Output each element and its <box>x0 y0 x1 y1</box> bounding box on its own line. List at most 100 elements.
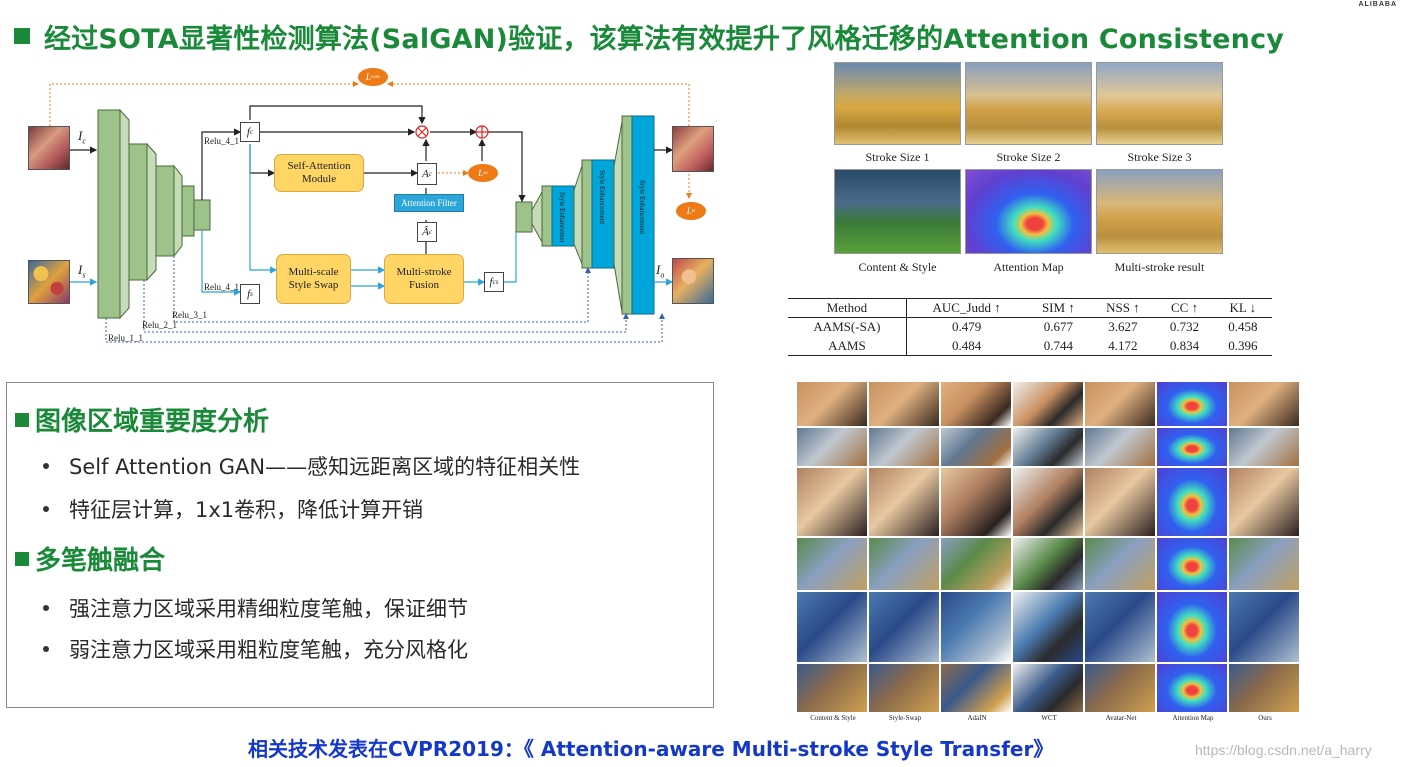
multi-stroke-result-image <box>1096 169 1223 254</box>
table-cell: AAMS(-SA) <box>788 317 907 337</box>
section-heading: 多笔触融合 <box>15 540 165 577</box>
stroke-size-2-image <box>965 62 1092 145</box>
architecture-diagram: Ic Is Io Relu_4_1 Relu_4_1 Relu_3_1 Relu… <box>22 60 714 360</box>
comparison-image <box>1085 538 1155 590</box>
bullet-text: Self Attention GAN——感知远距离区域的特征相关性 <box>69 455 581 479</box>
table-cell: 3.627 <box>1108 319 1138 335</box>
comparison-image <box>1157 592 1227 662</box>
attention-map-image <box>965 169 1092 254</box>
comparison-image <box>869 428 939 466</box>
column-header: NSS ↑ <box>1106 300 1140 315</box>
comparison-column-caption: Content & Style <box>810 714 856 722</box>
column-header: SIM ↑ <box>1041 300 1075 315</box>
stroke-size-3-image <box>1096 62 1223 145</box>
brand-logo-text: ALIBABA <box>1358 1 1397 8</box>
caption: Stroke Size 1 <box>865 150 930 164</box>
comparison-column-caption: Attention Map <box>1172 714 1214 722</box>
content-image-thumbnail <box>28 126 70 170</box>
section-heading: 图像区域重要度分析 <box>15 401 269 438</box>
comparison-image <box>1229 538 1299 590</box>
style-image-thumbnail <box>28 260 70 304</box>
comparison-image <box>869 538 939 590</box>
relu-label: Relu_1_1 <box>108 333 143 343</box>
section-title: 多笔触融合 <box>35 546 166 576</box>
comparison-image <box>1157 428 1227 466</box>
caption: Multi-stroke result <box>1114 260 1205 274</box>
style-enhancement-label: Style Enhancement <box>598 170 606 225</box>
key-points-panel: 图像区域重要度分析 Self Attention GAN——感知远距离区域的特征… <box>6 382 714 708</box>
comparison-image <box>1157 382 1227 426</box>
comparison-image <box>797 382 867 426</box>
table-cell: 0.677 <box>1043 319 1073 335</box>
comparison-image <box>1085 664 1155 712</box>
comparison-image <box>941 538 1011 590</box>
column-header: CC ↑ <box>1171 300 1199 315</box>
self-attention-module: Self-Attention Module <box>274 154 364 192</box>
bullet-item: 弱注意力区域采用粗粒度笔触，充分风格化 <box>43 634 468 664</box>
bullet-dot-icon <box>43 646 49 652</box>
table-cell: 0.834 <box>1169 337 1200 353</box>
table-row: AAMS 0.484 0.744 4.172 0.834 0.396 <box>788 336 1272 356</box>
bullet-dot-icon <box>43 463 49 469</box>
section-title: 图像区域重要度分析 <box>35 407 270 437</box>
comparison-image <box>1013 468 1083 536</box>
bullet-text: 强注意力区域采用精细粒度笔触，保证细节 <box>69 597 468 621</box>
table-header-row: Method AUC_Judd ↑ SIM ↑ NSS ↑ CC ↑ KL ↓ <box>788 298 1272 318</box>
comparison-image <box>869 382 939 426</box>
column-header: KL ↓ <box>1229 300 1257 315</box>
table-row: AAMS(-SA) 0.479 0.677 3.627 0.732 0.458 <box>788 317 1272 337</box>
comparison-image <box>1085 468 1155 536</box>
comparison-image <box>1229 468 1299 536</box>
relu-label: Relu_4_1 <box>204 136 239 146</box>
comparison-image <box>941 592 1011 662</box>
bullet-item: 特征层计算，1x1卷积，降低计算开销 <box>43 494 423 524</box>
comparison-image <box>1013 664 1083 712</box>
bullet-text: 特征层计算，1x1卷积，降低计算开销 <box>69 498 424 522</box>
attention-filter-box: Attention Filter <box>394 194 464 212</box>
comparison-image <box>1157 538 1227 590</box>
bullet-item: 强注意力区域采用精细粒度笔触，保证细节 <box>43 593 468 623</box>
comparison-image <box>1085 382 1155 426</box>
comparison-image <box>869 468 939 536</box>
architecture-wires <box>49 81 692 343</box>
content-style-image <box>834 169 961 254</box>
comparison-image <box>941 428 1011 466</box>
comparison-image <box>797 592 867 662</box>
heading-square-icon <box>15 412 29 427</box>
title-square-icon <box>14 28 30 44</box>
output-label: Io <box>656 262 665 280</box>
comparison-column-caption: Avatar-Net <box>1105 714 1137 722</box>
comparison-image <box>1229 664 1299 712</box>
comparison-image <box>797 468 867 536</box>
comparison-image <box>869 664 939 712</box>
output-content-thumbnail <box>672 126 714 172</box>
bullet-dot-icon <box>43 605 49 611</box>
comparison-image <box>1229 382 1299 426</box>
table-cell: 4.172 <box>1108 337 1138 353</box>
bullet-item: Self Attention GAN——感知远距离区域的特征相关性 <box>43 451 580 481</box>
comparison-image <box>1013 592 1083 662</box>
comparison-image <box>869 592 939 662</box>
slide-title: 经过SOTA显著性检测算法(SalGAN)验证，该算法有效提升了风格迁移的Att… <box>44 23 1285 55</box>
comparison-image <box>1013 382 1083 426</box>
table-cell: 0.396 <box>1228 337 1258 353</box>
caption: Content & Style <box>858 260 937 274</box>
table-cell: 0.479 <box>952 319 982 335</box>
table-cell: 0.484 <box>952 337 982 353</box>
comparison-image <box>941 382 1011 426</box>
saliency-metrics-table: Method AUC_Judd ↑ SIM ↑ NSS ↑ CC ↑ KL ↓ … <box>788 298 1272 356</box>
relu-label: Relu_4_1 <box>204 282 239 292</box>
comparison-image <box>1085 428 1155 466</box>
stroke-size-comparison: Stroke Size 1 Stroke Size 2 Stroke Size … <box>834 62 1224 277</box>
caption: Attention Map <box>993 260 1064 274</box>
style-enhancement-label: Style Enhancement <box>638 180 646 235</box>
heading-square-icon <box>15 551 29 566</box>
comparison-image <box>797 664 867 712</box>
